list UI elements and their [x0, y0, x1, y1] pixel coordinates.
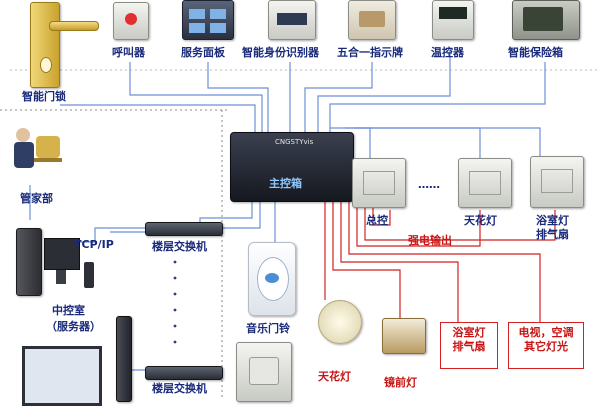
bath-light-fan-box: 浴室灯 排气扇: [440, 322, 498, 369]
tv-ac-label: 电视，空调: [509, 326, 583, 340]
tv-ac-lights-box: 电视，空调 其它灯光: [508, 322, 584, 369]
bath-light-box-label: 浴室灯: [441, 326, 497, 340]
control-room-label: 中控室: [52, 302, 85, 318]
indicator-label: 五合一指示牌: [337, 44, 403, 60]
exhaust-fan-label: 排气扇: [536, 226, 569, 242]
safe-device: [512, 0, 580, 40]
thermostat-label: 温控器: [431, 44, 464, 60]
service-panel-label: 服务面板: [181, 44, 225, 60]
main-controller-box: CNGSTYvis 主控箱: [230, 132, 354, 202]
ceiling-light-label: 天花灯: [318, 368, 351, 384]
server-tower-icon: [16, 228, 42, 296]
id-reader-device: [268, 0, 316, 40]
mirror-light-label: 镜前灯: [384, 374, 417, 390]
door-lock-device: [30, 2, 60, 88]
service-panel-key: [210, 9, 226, 19]
service-panel-key: [189, 9, 205, 19]
switch-stack-dots: [174, 261, 177, 344]
id-reader-label: 智能身份识别器: [242, 44, 319, 60]
core-switch-icon: [116, 316, 132, 402]
more-devices-ellipsis: ……: [418, 178, 440, 191]
control-room-server-label: （服务器）: [46, 318, 101, 334]
indicator-lamp: [359, 11, 385, 27]
door-lock-keyhole: [40, 57, 52, 73]
floor-switch-top-label: 楼层交换机: [152, 238, 207, 254]
pager-device: [113, 2, 149, 40]
safe-keypad: [523, 7, 563, 31]
laptop-icon: [22, 346, 102, 406]
main-controller-brand: CNGSTYvis: [275, 138, 313, 146]
power-output-label: 强电输出: [408, 232, 452, 248]
master-switch-label: 总控: [366, 212, 388, 228]
thermostat-display: [439, 7, 467, 19]
music-doorbell-icon: [248, 242, 296, 316]
mirror-light-icon: [382, 318, 426, 354]
floor-switch-bottom-label: 楼层交换机: [152, 380, 207, 396]
floor-switch-top-icon: [145, 222, 223, 236]
music-doorbell-label: 音乐门铃: [246, 320, 290, 336]
service-panel-key: [210, 23, 226, 33]
pager-label: 呼叫器: [112, 44, 145, 60]
door-lock-label: 智能门锁: [22, 88, 66, 104]
power-output-lines: [325, 200, 555, 322]
door-lock-handle: [49, 21, 99, 31]
service-panel-key: [189, 23, 205, 33]
housekeeping-person-icon: [12, 124, 64, 182]
safe-label: 智能保险箱: [508, 44, 563, 60]
pager-button: [125, 13, 137, 25]
speaker-icon: [84, 262, 94, 288]
server-monitor-stand: [56, 270, 66, 284]
ceiling-light-icon: [318, 300, 362, 344]
service-panel-device: [182, 0, 234, 40]
exhaust-fan-box-label: 排气扇: [441, 340, 497, 354]
ceiling-light-switch-label: 天花灯: [464, 212, 497, 228]
master-switch-panel: [352, 158, 406, 208]
floor-switch-bottom-icon: [145, 366, 223, 380]
tcp-ip-label: TCP/IP: [74, 238, 114, 251]
indicator-device: [348, 0, 396, 40]
other-lights-label: 其它灯光: [509, 340, 583, 354]
main-controller-label: 主控箱: [269, 175, 302, 191]
sensor-icon: [236, 342, 292, 402]
thermostat-device: [432, 0, 474, 40]
bath-switch-panel: [530, 156, 584, 208]
housekeeping-label: 管家部: [20, 190, 53, 206]
ceiling-light-switch-panel: [458, 158, 512, 208]
id-reader-slot: [277, 13, 307, 25]
